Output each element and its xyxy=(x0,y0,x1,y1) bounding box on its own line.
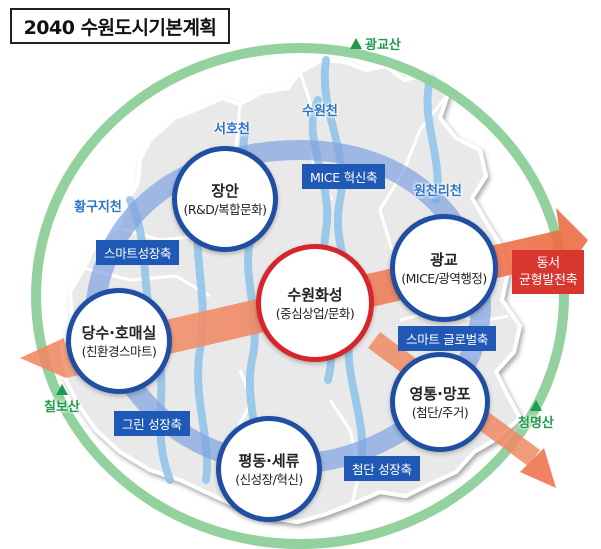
axis-label-east-west: 동서 균형발전축 xyxy=(512,250,585,294)
mountain-cheongmyeong: 청명산 xyxy=(518,400,554,431)
stream-label-woncheonri: 원천리천 xyxy=(414,184,462,199)
mountain-label-gwanggyo: 광교산 xyxy=(365,38,401,53)
axis-label-green-growth: 그린 성장축 xyxy=(114,411,190,436)
center-name: 평동·세류 xyxy=(238,451,300,470)
center-desc: (MICE/광역행정) xyxy=(401,270,487,286)
page-title: 2040 수원도시기본계획 xyxy=(10,8,230,44)
center-name: 수원화성 xyxy=(287,285,343,304)
stream-label-suwon: 수원천 xyxy=(302,104,338,119)
stream-label-seoho: 서호천 xyxy=(214,122,250,137)
mountain-icon xyxy=(350,38,362,49)
center-pyeongdong-seryu[interactable]: 평동·세류 (신성장/혁신) xyxy=(216,416,322,522)
mountain-gwanggyo: 광교산 xyxy=(350,34,401,53)
axis-label-smart-growth: 스마트성장축 xyxy=(96,240,180,265)
center-dangsu-homaesil[interactable]: 당수·호매실 (친환경스마트) xyxy=(66,288,172,394)
mountain-chilbo: 칠보산 xyxy=(44,384,80,415)
axis-label-east-west-line2: 균형발전축 xyxy=(519,273,578,288)
center-name: 당수·호매실 xyxy=(81,323,157,342)
center-name: 장안 xyxy=(211,181,239,200)
center-desc: (R&D/복합문화) xyxy=(183,201,267,217)
center-desc: (첨단/주거) xyxy=(411,404,469,420)
mountain-label-cheongmyeong: 청명산 xyxy=(518,416,554,431)
axis-label-east-west-line1: 동서 xyxy=(536,256,560,271)
center-desc: (신성장/혁신) xyxy=(235,471,303,487)
mountain-label-chilbo: 칠보산 xyxy=(44,400,80,415)
mountain-icon xyxy=(55,384,68,395)
center-name: 영통·망포 xyxy=(409,384,471,403)
mountain-icon xyxy=(529,400,542,411)
axis-label-smart-global: 스마트 글로벌축 xyxy=(398,326,497,351)
center-desc: (친환경스마트) xyxy=(81,343,157,359)
axis-label-mice: MICE 혁신축 xyxy=(302,164,386,189)
center-gwanggyo[interactable]: 광교 (MICE/광역행정) xyxy=(390,214,498,322)
center-jangan[interactable]: 장안 (R&D/복합문화) xyxy=(172,146,278,252)
center-desc: (중심상업/문화) xyxy=(275,305,355,321)
axis-label-advanced-growth: 첨단 성장축 xyxy=(344,456,420,481)
center-name: 광교 xyxy=(430,250,458,269)
center-suwon-hwaseong[interactable]: 수원화성 (중심상업/문화) xyxy=(256,244,374,362)
stream-label-hwanggu: 황구지천 xyxy=(74,200,122,215)
center-yeongtong-mangpo[interactable]: 영통·망포 (첨단/주거) xyxy=(390,352,490,452)
green-belt-ring xyxy=(31,43,569,549)
